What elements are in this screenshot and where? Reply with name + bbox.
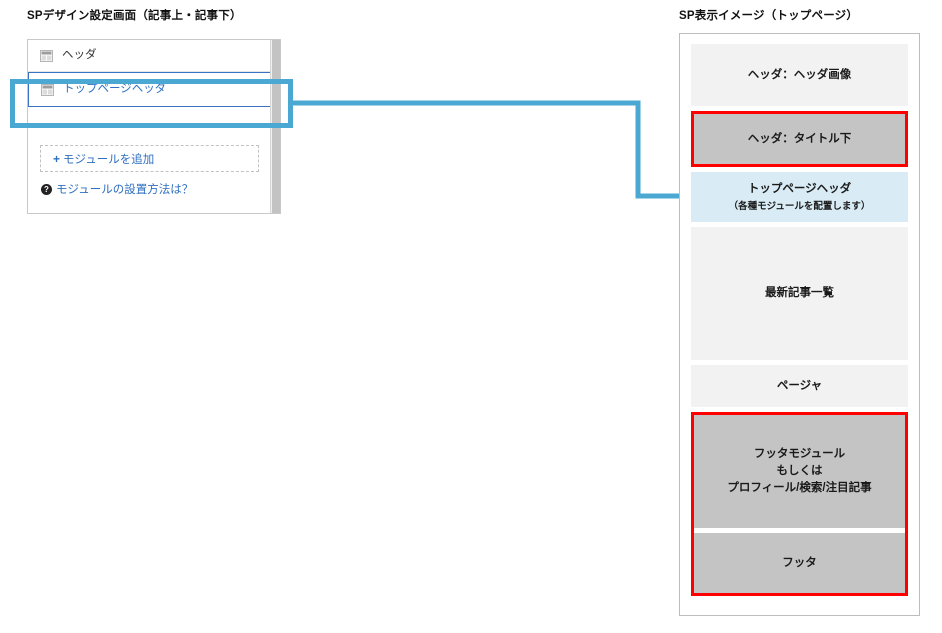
add-module-label: モジュールを追加 <box>63 153 155 166</box>
preview-block-label: ヘッダ：タイトル下 <box>747 132 852 145</box>
preview-block-label: 最新記事一覧 <box>765 287 834 300</box>
vertical-scrollbar[interactable] <box>270 40 280 213</box>
sp-preview-panel: ヘッダ：ヘッダ画像 ヘッダ：タイトル下 トップページヘッダ （各種モジュールを配… <box>679 33 920 616</box>
preview-block-sublabel: （各種モジュールを配置します） <box>728 200 871 212</box>
right-panel-title: SP表示イメージ（トップページ） <box>679 10 859 22</box>
preview-block-latest-articles[interactable]: 最新記事一覧 <box>691 227 908 360</box>
preview-block-top-page-header[interactable]: トップページヘッダ （各種モジュールを配置します） <box>691 172 908 222</box>
module-layout-icon <box>40 49 53 62</box>
module-list-item-label: ヘッダ <box>62 48 97 61</box>
help-link-label: モジュールの設置方法は？ <box>56 184 194 196</box>
scrollbar-thumb[interactable] <box>272 40 280 213</box>
preview-block-footer[interactable]: フッタ <box>694 533 905 593</box>
module-list-item-header[interactable]: ヘッダ <box>28 40 271 72</box>
preview-block-pager[interactable]: ページャ <box>691 365 908 407</box>
module-list: ヘッダ トップページヘッダ <box>28 40 271 107</box>
preview-block-label: ヘッダ：ヘッダ画像 <box>747 68 852 81</box>
preview-block-label: フッタ <box>782 556 817 569</box>
preview-block-header-image[interactable]: ヘッダ：ヘッダ画像 <box>691 44 908 106</box>
module-list-item-top-page-header[interactable]: トップページヘッダ <box>28 72 271 107</box>
module-list-item-label: トップページヘッダ <box>63 82 167 95</box>
left-panel-title: SPデザイン設定画面（記事上・記事下） <box>27 10 242 22</box>
preview-block-header-under-title[interactable]: ヘッダ：タイトル下 <box>691 111 908 167</box>
preview-block-footer-module[interactable]: フッタモジュール もしくは プロフィール/検索/注目記事 <box>694 415 905 528</box>
connector-polyline <box>293 100 714 199</box>
preview-block-label: ページャ <box>776 379 823 392</box>
preview-block-stack: ヘッダ：ヘッダ画像 ヘッダ：タイトル下 トップページヘッダ （各種モジュールを配… <box>691 44 908 601</box>
question-mark-icon: ? <box>41 183 52 195</box>
preview-footer-group: フッタモジュール もしくは プロフィール/検索/注目記事 フッタ <box>691 412 908 596</box>
plus-icon: + <box>53 151 61 166</box>
module-layout-icon <box>41 83 54 96</box>
add-module-button[interactable]: + モジュールを追加 <box>40 145 259 172</box>
preview-block-label: フッタモジュール もしくは プロフィール/検索/注目記事 <box>727 448 872 494</box>
preview-block-label: トップページヘッダ <box>747 183 852 196</box>
help-link[interactable]: ? モジュールの設置方法は？ <box>41 181 193 197</box>
design-settings-panel: ヘッダ トップページヘッダ + モジュールを追加 ? モジュールの設置方法は？ <box>27 39 281 214</box>
